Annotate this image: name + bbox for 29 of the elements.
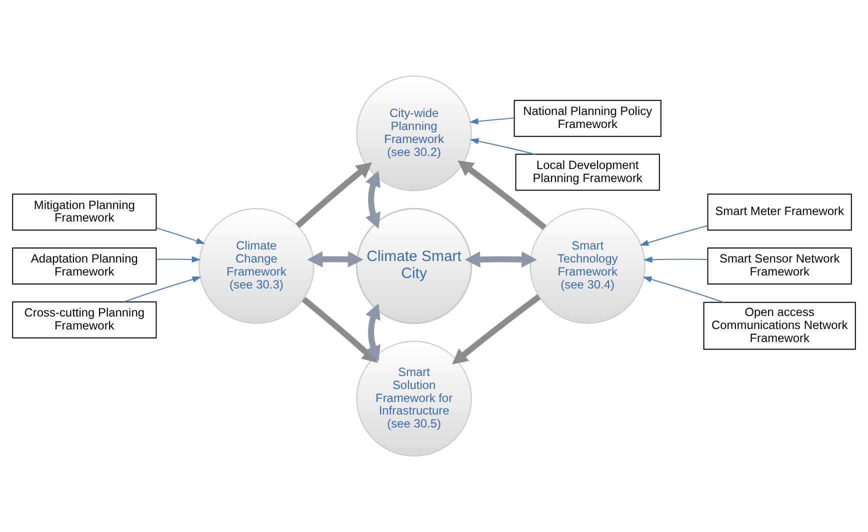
node-circle: Climate Smart City [356,208,472,324]
node-box: Adaptation Planning Framework [12,248,157,284]
node-box: National Planning Policy Framework [514,100,662,137]
arrow [307,251,364,268]
node-box: Smart Sensor Network Framework [707,248,852,284]
arrow [469,118,514,124]
arrow [470,138,536,155]
arrow [302,296,378,363]
node-circle: Smart Technology Framework (see 30.4) [530,208,646,324]
node-box: Cross-cutting Planning Framework [12,301,157,338]
arrow [642,276,724,303]
arrow [156,228,206,244]
node-box: Open access Communications Network Framework [703,302,856,350]
node-box: Mitigation Planning Framework [12,194,157,231]
arrow [464,251,538,268]
arrow [365,170,380,229]
arrow [124,276,202,302]
arrow [296,162,372,228]
arrow [365,303,380,362]
arrow [452,294,541,364]
arrow [640,225,708,246]
node-circle: Climate Change Framework (see 30.3) [198,208,314,324]
arrow [156,256,201,263]
node-circle: Smart Solution Framework for Infrastructure (see 30.5) [356,340,472,456]
node-circle: City-wide Planning Framework (see 30.2) [356,76,472,192]
node-box: Smart Meter Framework [707,194,852,231]
node-box: Local Development Planning Framework [515,154,660,191]
arrow [643,256,708,263]
arrow [458,160,547,230]
